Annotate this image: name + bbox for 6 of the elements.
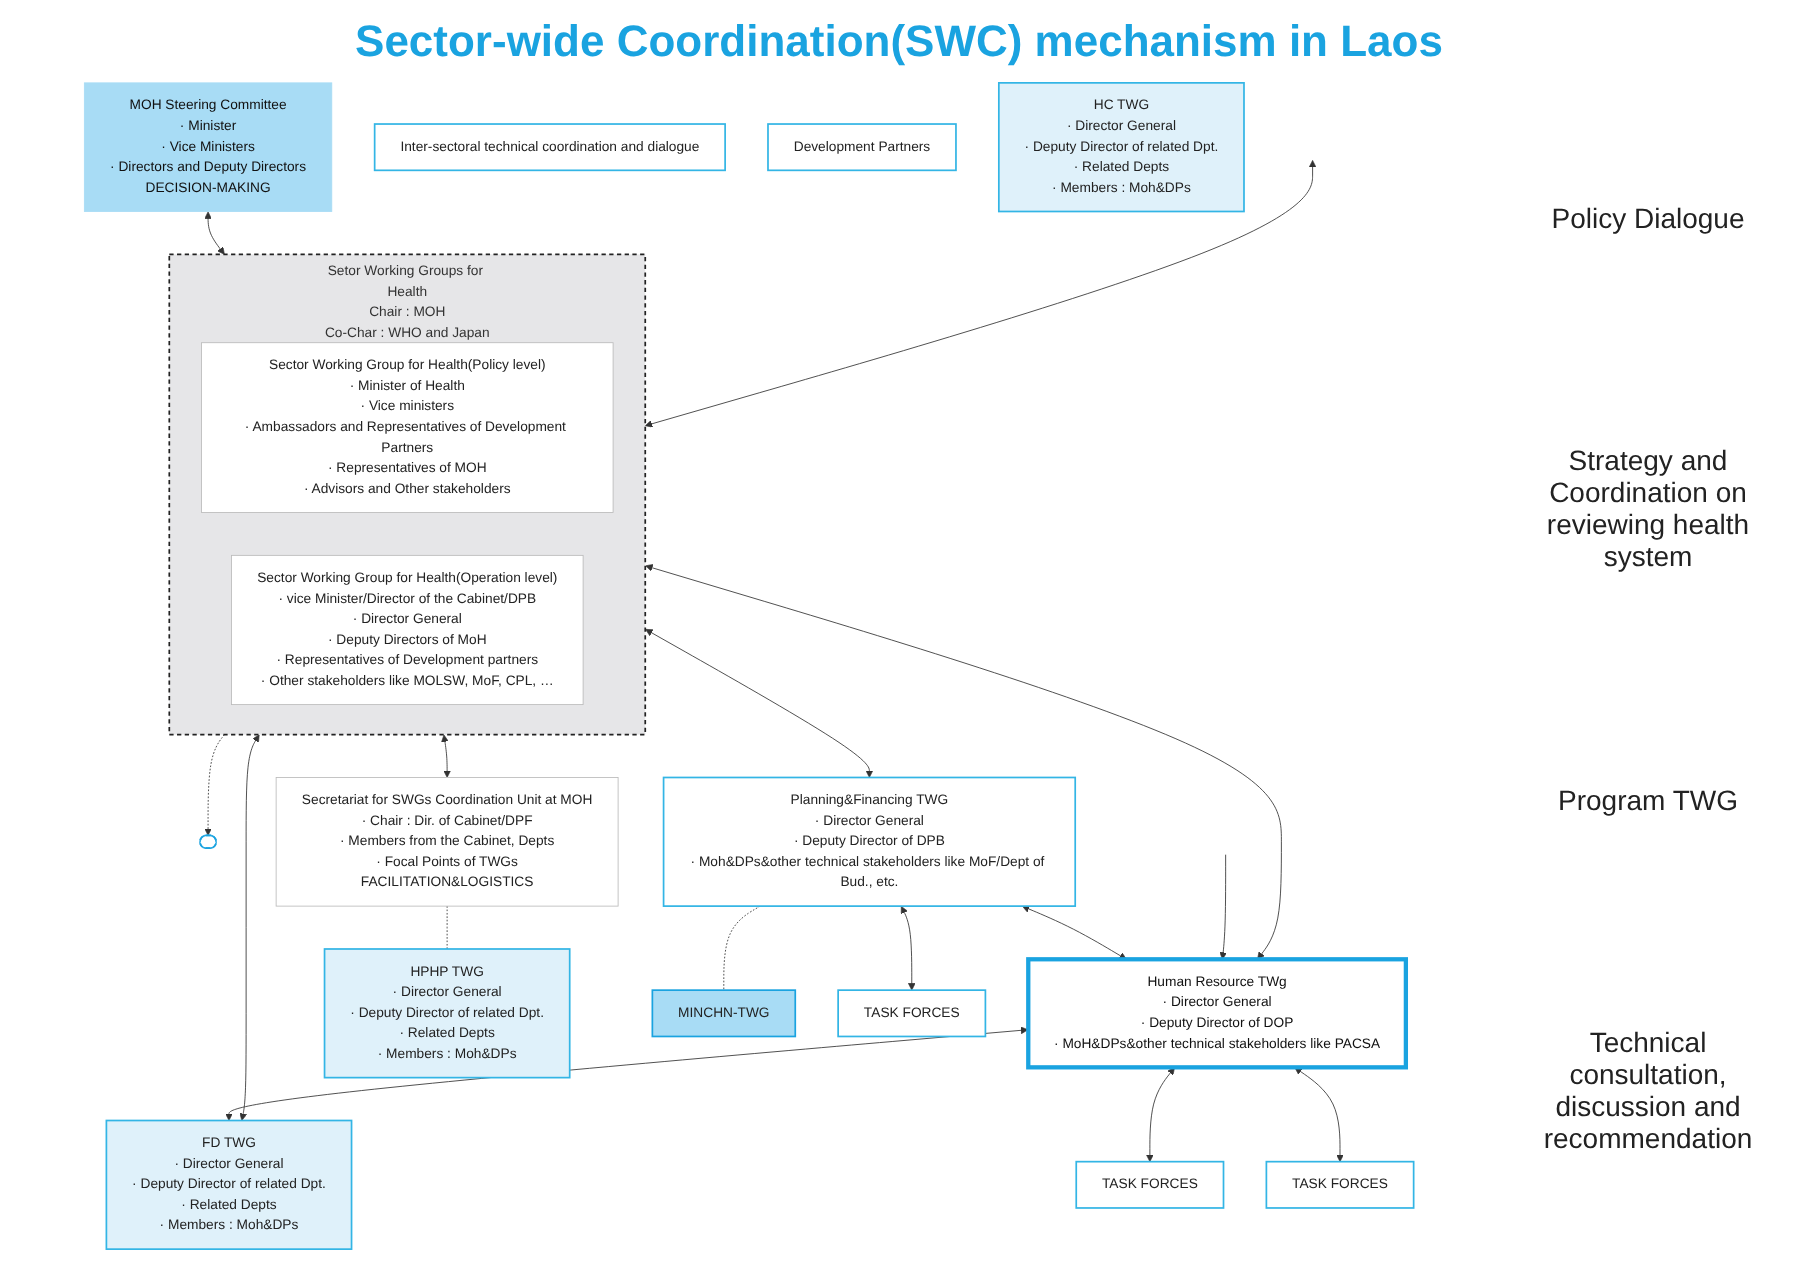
band-label: Strategy and Coordination on reviewing health system (1544, 444, 1752, 573)
band-label: Technical consultation, discussion and recommendation (1541, 1026, 1755, 1155)
band-label: Policy Dialogue (1549, 201, 1747, 234)
connector (723, 905, 761, 991)
diagram-title: Sector-wide Coordination(SWC) mechanism in Laos (353, 16, 1445, 68)
band-label: Program TWG (1556, 783, 1740, 816)
